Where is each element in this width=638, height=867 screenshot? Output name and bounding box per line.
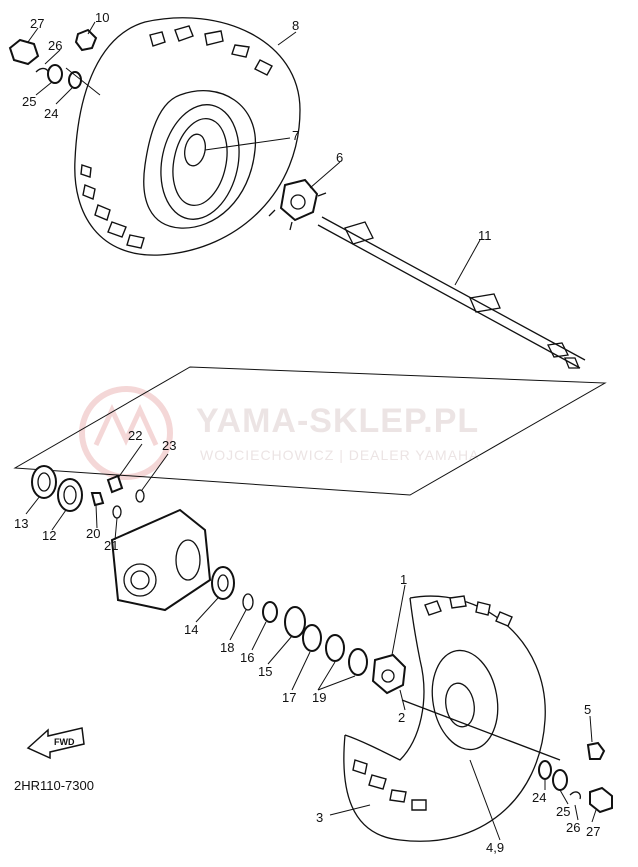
diagram-code: 2HR110-7300 <box>14 778 94 793</box>
lower-right-fasteners <box>538 741 613 814</box>
fwd-label: FWD <box>54 737 75 747</box>
watermark: YAMA-SKLEP.PL WOJCIECHOWICZ | DEALER YAM… <box>79 386 479 480</box>
lower-hub <box>371 653 561 761</box>
upper-left-fasteners <box>8 28 101 96</box>
part-label-13: 13 <box>14 516 28 531</box>
part-label-5: 5 <box>584 702 591 717</box>
part-label-24-lower: 24 <box>532 790 546 805</box>
part-label-27-upper: 27 <box>30 16 44 31</box>
part-label-27-lower: 27 <box>586 824 600 839</box>
part-label-12: 12 <box>42 528 56 543</box>
part-label-14: 14 <box>184 622 198 637</box>
part-label-8: 8 <box>292 18 299 33</box>
part-label-18: 18 <box>220 640 234 655</box>
part-label-10: 10 <box>95 10 109 25</box>
watermark-title: YAMA-SKLEP.PL <box>196 402 479 440</box>
part-label-26-lower: 26 <box>566 820 580 835</box>
rear-axle <box>317 216 586 369</box>
watermark-logo-icon <box>79 386 173 480</box>
part-label-6: 6 <box>336 150 343 165</box>
part-label-24-upper: 24 <box>44 106 58 121</box>
part-label-21: 21 <box>104 538 118 553</box>
part-label-16: 16 <box>240 650 254 665</box>
bearings-and-seals <box>31 465 368 676</box>
part-label-2: 2 <box>398 710 405 725</box>
fwd-arrow-icon: FWD <box>26 727 85 760</box>
part-label-7: 7 <box>292 128 299 143</box>
part-label-3: 3 <box>316 810 323 825</box>
part-label-17: 17 <box>282 690 296 705</box>
upper-wheel <box>74 17 301 256</box>
part-label-4-9: 4,9 <box>486 840 504 855</box>
part-label-25-lower: 25 <box>556 804 570 819</box>
lower-wheel <box>343 595 546 842</box>
brake-housing <box>110 508 212 612</box>
leader-lines <box>25 21 597 841</box>
part-label-23: 23 <box>162 438 176 453</box>
part-labels: 8 7 6 11 27 26 10 25 24 22 23 13 12 20 2… <box>14 10 600 855</box>
part-label-20: 20 <box>86 526 100 541</box>
part-label-11: 11 <box>478 228 492 243</box>
part-label-25-upper: 25 <box>22 94 36 109</box>
part-label-15: 15 <box>258 664 272 679</box>
part-label-22: 22 <box>128 428 142 443</box>
part-label-1: 1 <box>400 572 407 587</box>
part-label-19: 19 <box>312 690 326 705</box>
watermark-subtitle: WOJCIECHOWICZ | DEALER YAMAHA <box>200 447 479 463</box>
upper-hub <box>268 178 327 231</box>
part-label-26-upper: 26 <box>48 38 62 53</box>
